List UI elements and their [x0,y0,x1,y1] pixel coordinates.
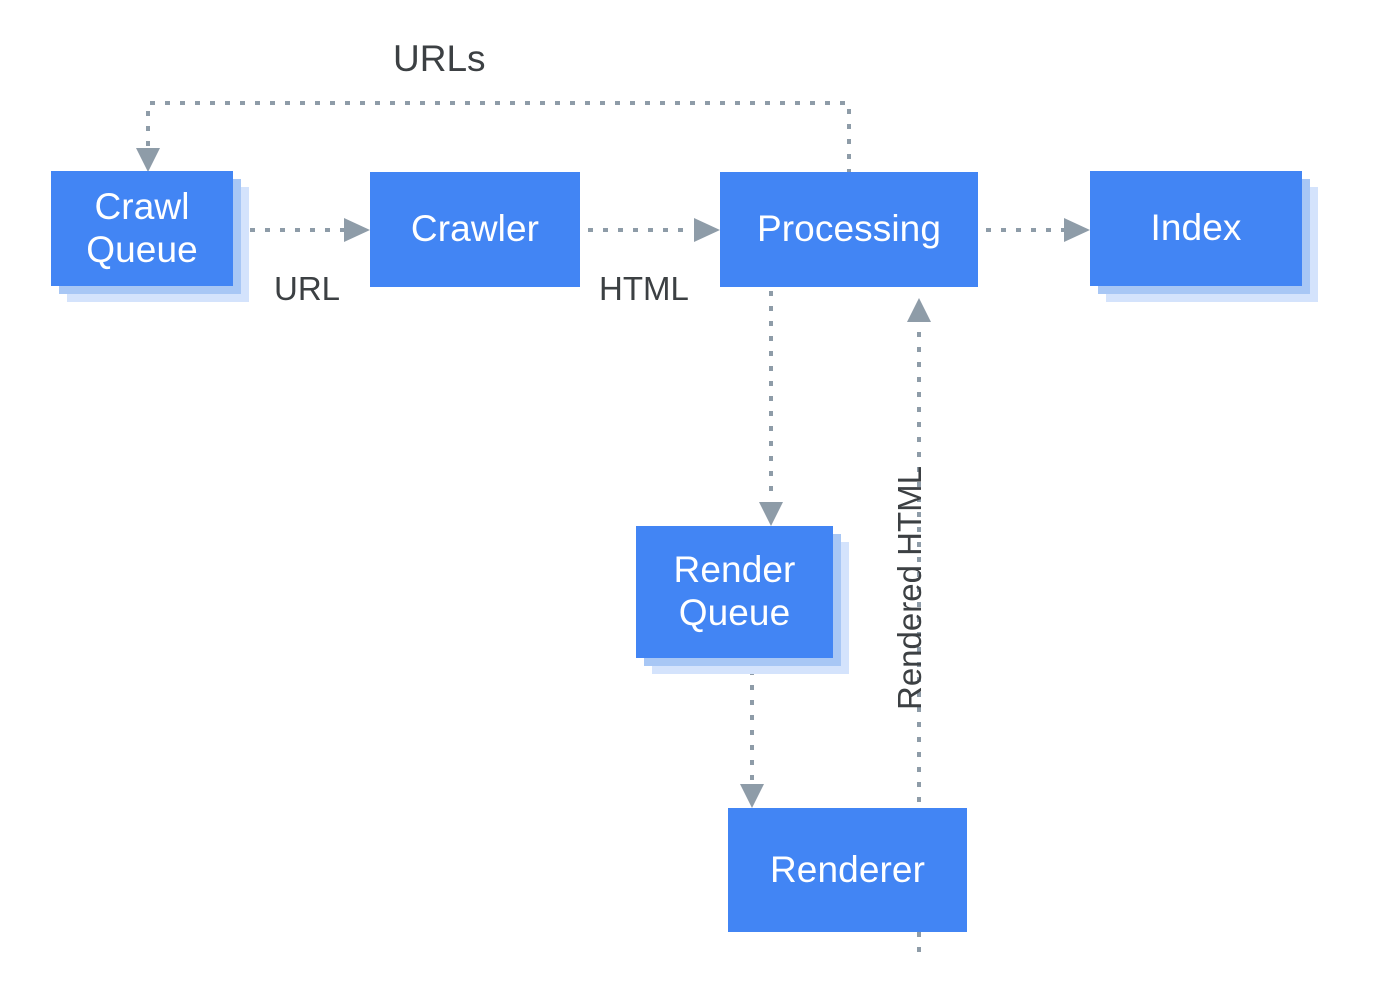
node-crawler-face: Crawler [370,172,580,287]
edge-render-queue-arrowhead [759,502,783,526]
edge-renderer-arrowhead [740,784,764,808]
node-index-face: Index [1090,171,1302,286]
edge-index-arrowhead [1064,218,1090,242]
edge-render-queue-to-renderer [740,670,764,808]
edge-label-url: URL [274,270,341,307]
edge-processing-to-crawl-queue [136,101,851,174]
node-renderer-face: Renderer [728,808,967,932]
node-render-queue-face: Render Queue [636,526,833,658]
edge-urls-line [146,101,851,174]
edge-urls-arrowhead [136,148,160,172]
node-crawl-queue[interactable]: Crawl Queue [51,171,249,302]
node-crawl-queue-label: Crawl Queue [86,185,198,270]
edge-processing-to-render-queue [759,291,783,526]
edge-html-arrowhead [694,218,720,242]
edge-label-rendered-html: Rendered HTML [891,466,928,710]
edge-rendered-html-arrowhead [907,298,931,322]
edge-crawl-queue-to-crawler [250,218,370,242]
node-renderer[interactable]: Renderer [728,808,967,932]
node-renderer-label: Renderer [769,848,926,890]
node-crawl-queue-face: Crawl Queue [51,171,233,286]
edge-processing-to-index [986,218,1090,242]
edge-url-arrowhead [344,218,370,242]
node-render-queue-label: Render Queue [673,549,796,633]
node-render-queue[interactable]: Render Queue [636,526,849,674]
node-crawler[interactable]: Crawler [370,172,580,287]
diagram-title-urls: URLs [393,38,486,79]
node-index[interactable]: Index [1090,171,1318,302]
node-processing[interactable]: Processing [720,172,978,287]
node-processing-label: Processing [756,208,942,250]
node-processing-face: Processing [720,172,978,287]
node-crawler-label: Crawler [410,208,540,250]
node-index-label: Index [1150,207,1242,249]
edge-label-html: HTML [599,270,689,307]
edge-crawler-to-processing [588,218,720,242]
